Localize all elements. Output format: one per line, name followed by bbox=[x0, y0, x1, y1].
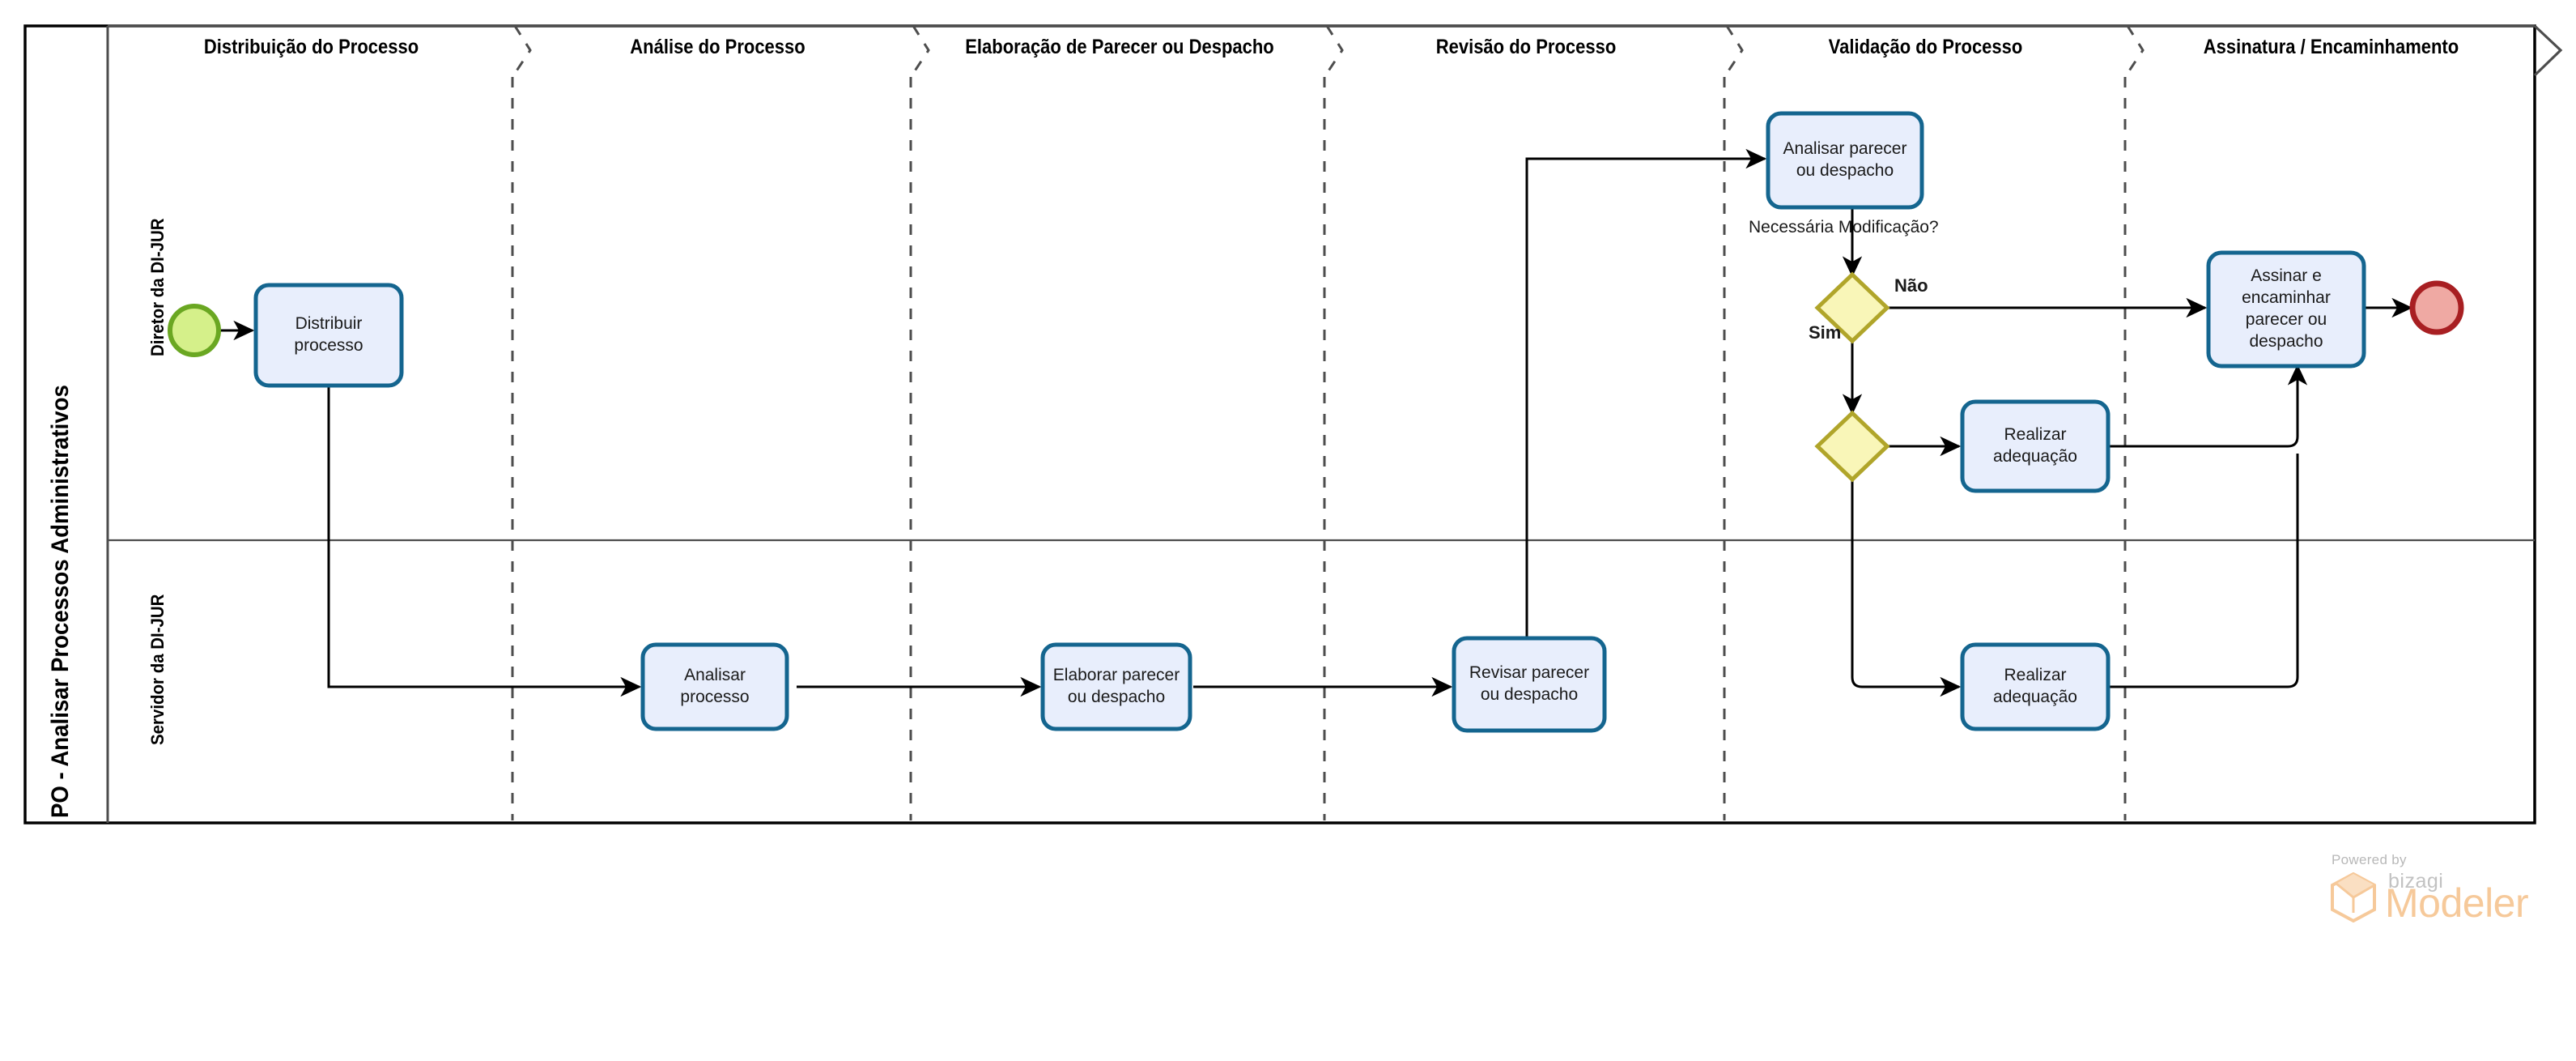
gateway-label-modificacao: Necessária Modificação? bbox=[1749, 218, 1939, 236]
pool-frame bbox=[23, 24, 2536, 825]
tasks bbox=[253, 111, 2366, 733]
flow-adequacao-diretor-to-assinar bbox=[2108, 364, 2308, 448]
lane-title-servidor: Servidor da DI-JUR bbox=[147, 594, 168, 745]
milestone-label-5: Validação do Processo bbox=[1828, 36, 2023, 58]
flow-adequacao-servidor-to-join bbox=[2108, 454, 2299, 688]
task-analisar-parecer[interactable] bbox=[1766, 111, 1924, 210]
gateway-modificacao[interactable] bbox=[1814, 271, 1890, 344]
end-event[interactable] bbox=[2409, 280, 2464, 335]
task-adequacao-servidor[interactable] bbox=[1960, 642, 2111, 731]
lane-title-diretor: Diretor da DI-JUR bbox=[147, 218, 168, 356]
milestone-end-chevron bbox=[2533, 24, 2563, 77]
powered-by-label: Powered by bbox=[2332, 852, 2407, 867]
bizagi-hexagon-icon bbox=[2331, 872, 2376, 923]
milestone-label-6: Assinatura / Encaminhamento bbox=[2203, 36, 2459, 58]
pool-outline bbox=[23, 24, 2536, 825]
milestone-label-3: Elaboração de Parecer ou Despacho bbox=[965, 36, 1274, 58]
milestone-band bbox=[108, 24, 2563, 820]
bizagi-watermark: Powered by bizagi Modeler bbox=[2289, 852, 2529, 925]
flow-label-sim: Sim bbox=[1809, 322, 1842, 343]
sequence-flows bbox=[220, 148, 2413, 697]
task-assinar[interactable] bbox=[2206, 250, 2366, 369]
pool-title: PO - Analisar Processos Administrativos bbox=[47, 385, 74, 818]
start-event[interactable] bbox=[168, 304, 221, 357]
flow-distribuir-to-analisar-processo bbox=[327, 386, 642, 697]
milestone-label-2: Análise do Processo bbox=[630, 36, 806, 58]
milestone-label-4: Revisão do Processo bbox=[1435, 36, 1617, 58]
bizagi-wordmark: bizagi bbox=[2388, 870, 2444, 893]
gateways bbox=[1814, 271, 1890, 483]
task-revisar[interactable] bbox=[1452, 636, 1607, 733]
milestone-separators bbox=[511, 25, 2145, 820]
gateway-split[interactable] bbox=[1814, 410, 1890, 483]
flow-revisar-to-analisar-parecer bbox=[1525, 148, 1767, 687]
flow-label-nao: Não bbox=[1894, 275, 1928, 296]
flow-split-to-adequacao-servidor bbox=[1851, 479, 1962, 697]
task-distribuir[interactable] bbox=[253, 283, 404, 388]
task-elaborar[interactable] bbox=[1040, 642, 1192, 731]
task-adequacao-diretor[interactable] bbox=[1960, 399, 2111, 493]
task-analisar-processo[interactable] bbox=[640, 642, 789, 731]
modeler-wordmark: Modeler bbox=[2385, 880, 2529, 926]
milestone-label-1: Distribuição do Processo bbox=[203, 36, 419, 58]
